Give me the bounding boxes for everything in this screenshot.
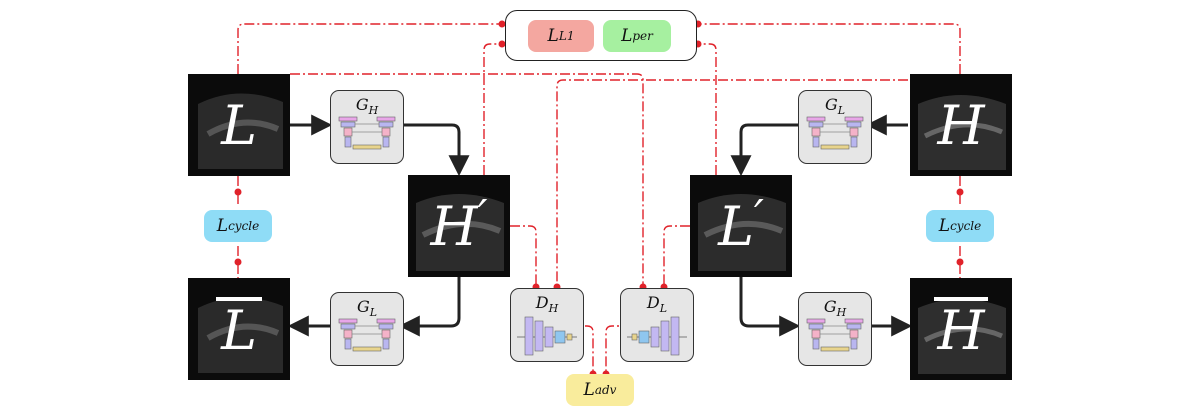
disc-sub: H [548, 302, 559, 316]
loss-adv-main: L [583, 380, 595, 400]
discriminator-DL: DL [620, 288, 694, 362]
loss-cycle-right-main: L [938, 216, 951, 236]
generator-GL-bottom-label: GL [331, 297, 403, 319]
image-H-bar-label: H [910, 278, 1012, 380]
image-L-bar-label: L [188, 278, 290, 380]
unet-icon [806, 116, 864, 150]
disc-main: D [646, 293, 660, 312]
image-H-bar-symbol: H [937, 298, 985, 362]
gen-sub: L [369, 306, 378, 320]
gen-main: G [824, 95, 838, 114]
image-H-symbol: H [937, 93, 985, 157]
generator-GL-bottom: GL [330, 292, 404, 366]
image-L: L [188, 74, 290, 176]
overbar [216, 296, 262, 301]
image-L-symbol: L [221, 93, 257, 157]
gen-sub: H [368, 104, 379, 118]
generator-GH-bottom-label: GH [799, 297, 871, 319]
unet-icon [338, 318, 396, 352]
discriminator-icon [627, 316, 687, 356]
image-H-prime-mark: ′ [477, 190, 488, 242]
loss-l1-main: L [547, 26, 559, 46]
image-L-label: L [188, 74, 290, 176]
image-H-prime: H′ [408, 175, 510, 277]
ultrasound-texture [918, 299, 1006, 374]
loss-per-sub: per [632, 29, 653, 43]
ultrasound-texture [918, 95, 1006, 170]
generator-GL-top-label: GL [799, 95, 871, 117]
loss-cycle-left-main: L [216, 216, 229, 236]
image-L-prime-label: L′ [690, 175, 792, 277]
generator-GH-top-label: GH [331, 95, 403, 117]
image-L-bar: L [188, 278, 290, 380]
image-H-prime-label: H′ [408, 175, 510, 277]
arrow-Hprime-to-GL [398, 276, 461, 337]
disc-sub: L [659, 302, 668, 316]
loss-l1-sub: L1 [558, 29, 575, 43]
unet-icon [806, 318, 864, 352]
discriminator-icon [517, 316, 577, 356]
loss-adv-sub: adv [594, 383, 617, 397]
image-L-prime-mark: ′ [753, 190, 764, 242]
image-H-label: H [910, 74, 1012, 176]
gen-main: G [823, 297, 837, 316]
loss-cycle-right-sub: cycle [950, 219, 982, 233]
generator-GH-top: GH [330, 90, 404, 164]
arrow-GL-to-Lprime [730, 123, 798, 177]
image-L-bar-symbol: L [221, 298, 257, 362]
overbar [934, 296, 988, 301]
ultrasound-texture [198, 93, 283, 169]
image-H: H [910, 74, 1012, 176]
disc-main: D [535, 293, 549, 312]
image-L-prime-symbol: L [718, 194, 754, 258]
gen-sub: H [836, 306, 847, 320]
gen-sub: L [837, 104, 846, 118]
ultrasound-texture [416, 194, 504, 271]
ultrasound-texture [698, 194, 786, 271]
image-L-prime: L′ [690, 175, 792, 277]
unet-icon [338, 116, 396, 150]
ultrasound-texture [198, 297, 283, 373]
gen-main: G [355, 95, 369, 114]
image-H-prime-symbol: H [430, 194, 478, 258]
image-H-bar: H [910, 278, 1012, 380]
discriminator-DH-label: DH [511, 293, 583, 315]
discriminator-DL-label: DL [621, 293, 693, 315]
gen-main: G [356, 297, 370, 316]
arrow-GH-to-Hprime [402, 123, 470, 177]
loss-cycle-left-sub: cycle [228, 219, 260, 233]
discriminator-DH: DH [510, 288, 584, 362]
generator-GL-top: GL [798, 90, 872, 164]
loss-per-main: L [621, 26, 633, 46]
generator-GH-bottom: GH [798, 292, 872, 366]
arrow-Lprime-to-GH [739, 276, 801, 337]
